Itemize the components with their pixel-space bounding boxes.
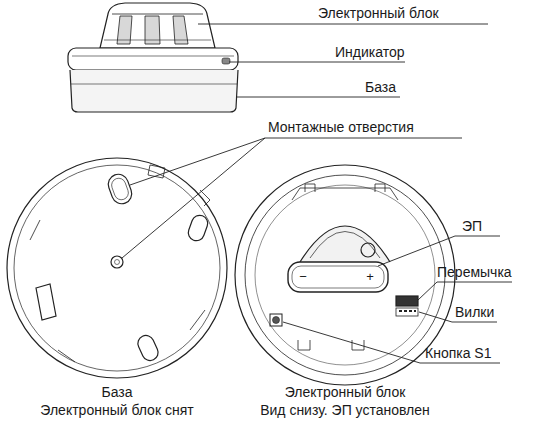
caption-line: Вид снизу. ЭП установлен [260,401,430,419]
polarity-sign: + [366,268,374,286]
caption-line: База [101,383,132,401]
part-label: База [365,78,396,96]
caption-line: Электронный блок снят [40,401,193,419]
part-label: Индикатор [335,43,405,61]
part-label: Вилки [455,303,494,321]
part-label: Перемычка [437,263,512,281]
polarity-sign: − [299,268,307,286]
part-label: Монтажные отверстия [268,118,414,136]
caption-line: Электронный блок [285,383,406,401]
part-label: Кнопка S1 [425,344,492,362]
part-label: Электронный блок [318,4,439,22]
part-label: ЭП [462,217,482,235]
